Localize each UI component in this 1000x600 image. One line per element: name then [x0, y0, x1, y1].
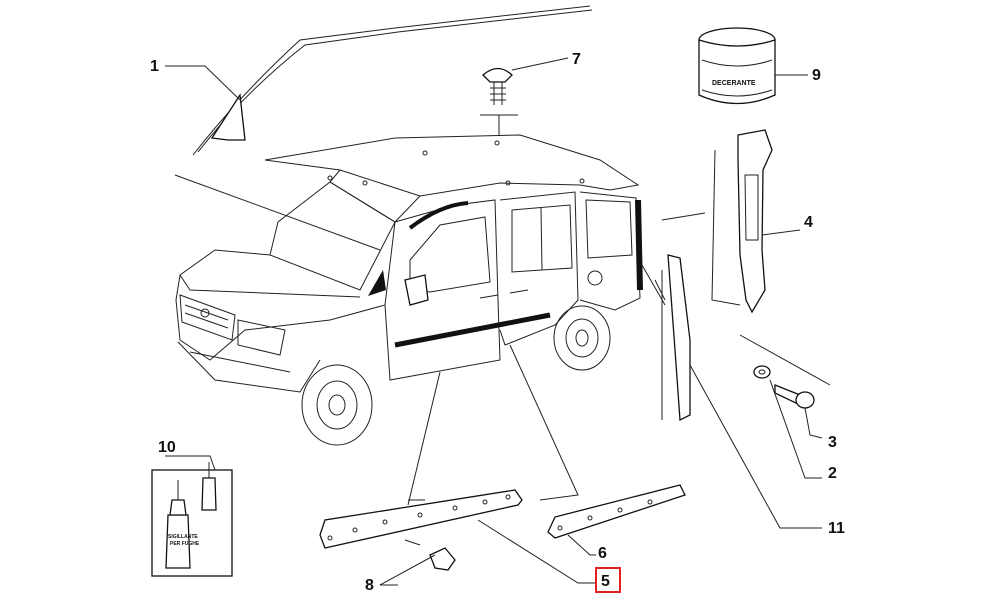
part-10-sealant-kit: SIGILLANTE PER FUGHE — [151, 455, 233, 577]
part-5-door-moulding — [319, 371, 596, 584]
part-8-push-clip — [379, 539, 456, 586]
jar-label: DECERANTE — [712, 80, 756, 87]
part-6-rear-moulding — [509, 344, 686, 556]
part-7-clip — [480, 57, 569, 135]
part-4-bracket — [711, 129, 801, 314]
callout-10: 10 — [158, 439, 176, 456]
callout-9: 9 — [812, 67, 821, 84]
part-9-jar: DECERANTE — [698, 27, 808, 105]
callout-3: 3 — [828, 434, 837, 451]
callout-1: 1 — [150, 58, 159, 75]
callout-6: 6 — [598, 545, 607, 562]
bottle-label-1: SIGILLANTE — [168, 534, 198, 540]
callout-7: 7 — [572, 51, 581, 68]
callout-11: 11 — [828, 520, 845, 537]
callout-2: 2 — [828, 465, 837, 482]
part-1-roof-trim — [165, 5, 593, 251]
van-illustration — [175, 134, 643, 446]
callout-5-highlight — [595, 567, 621, 593]
callout-4: 4 — [804, 214, 813, 231]
callout-8: 8 — [365, 577, 374, 594]
bottle-label-2: PER FUGHE — [170, 541, 200, 547]
part-11-pillar-strip — [641, 212, 822, 529]
part-3-screw — [739, 334, 831, 439]
callout-5: 5 — [601, 573, 610, 590]
part-2-washer — [753, 365, 822, 479]
